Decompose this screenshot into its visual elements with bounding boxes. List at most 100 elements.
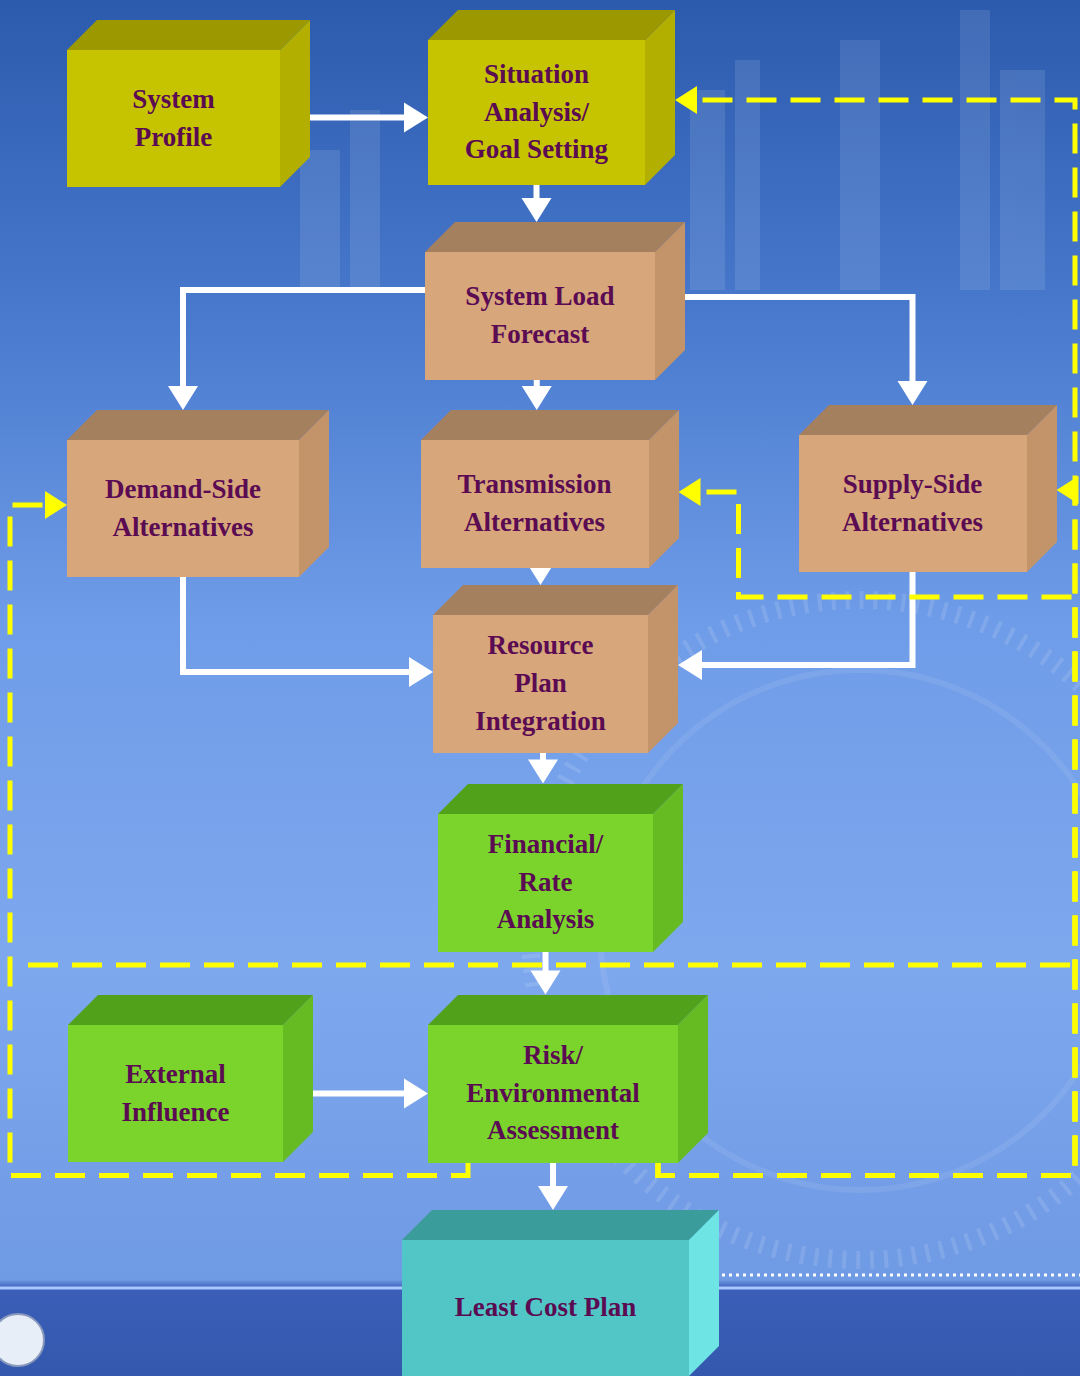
process-box: External Influence — [68, 1025, 283, 1162]
feedback-arrow — [658, 86, 1075, 1176]
process-box: Demand-Side Alternatives — [67, 440, 299, 577]
box-top-face — [428, 10, 675, 40]
arrow-head — [409, 657, 433, 687]
box-top-face — [799, 405, 1057, 435]
flow-arrow — [522, 380, 552, 410]
text-group: Transmission Alternatives — [435, 466, 635, 542]
box-side-face — [283, 995, 313, 1162]
arrow-head — [531, 971, 561, 995]
text-group: System Load Forecast — [440, 278, 640, 354]
flow-arrow — [313, 1079, 428, 1109]
box-side-face — [648, 585, 678, 753]
box-side-face — [649, 410, 679, 568]
connector-line — [658, 100, 1075, 1176]
process-box: Situation Analysis/ Goal Setting — [428, 40, 645, 185]
flow-arrow — [538, 1163, 568, 1211]
box-top-face — [402, 1210, 719, 1240]
flow-arrow — [310, 103, 428, 133]
process-box: Financial/ Rate Analysis — [438, 814, 653, 952]
box-top-face — [433, 585, 678, 615]
box-label: Situation Analysis/ Goal Setting — [457, 56, 617, 169]
process-box: System Load Forecast — [425, 252, 655, 380]
box-label: System Profile — [99, 81, 249, 157]
box-label: External Influence — [86, 1056, 266, 1132]
flow-arrow — [168, 290, 425, 410]
arrow-head — [675, 86, 697, 114]
connector-line — [10, 505, 468, 1176]
box-label: Transmission Alternatives — [435, 466, 635, 542]
feedback-arrow — [658, 476, 1079, 1176]
region-border — [28, 963, 1075, 968]
box-label: Supply-Side Alternatives — [813, 466, 1013, 542]
process-box: Resource Plan Integration — [433, 615, 648, 753]
box-label: Demand-Side Alternatives — [83, 471, 283, 547]
box-top-face — [67, 20, 310, 50]
arrow-head — [522, 198, 552, 222]
connector-line — [700, 572, 913, 665]
dotted-rule — [722, 1274, 1080, 1277]
box-label: Least Cost Plan — [455, 1289, 637, 1327]
box-side-face — [653, 784, 683, 952]
box-label: System Load Forecast — [440, 278, 640, 354]
arrow-head — [898, 381, 928, 405]
box-side-face — [280, 20, 310, 187]
process-box: Transmission Alternatives — [421, 440, 649, 568]
box-top-face — [421, 410, 679, 440]
box-side-face — [299, 410, 329, 577]
connector-line — [658, 492, 1075, 1176]
box-side-face — [678, 995, 708, 1163]
arrow-head — [168, 386, 198, 410]
flow-arrow — [522, 185, 552, 222]
text-group: Situation Analysis/ Goal Setting — [457, 56, 617, 169]
arrow-head — [678, 650, 702, 680]
flow-arrow — [528, 753, 558, 784]
text-group: System Profile — [99, 81, 249, 157]
arrow-head — [538, 1186, 568, 1210]
connector-line — [543, 952, 549, 973]
flow-arrow — [531, 952, 561, 995]
connector-line — [534, 185, 540, 200]
process-box: System Profile — [67, 50, 280, 187]
box-label: Resource Plan Integration — [471, 627, 611, 740]
box-top-face — [425, 222, 685, 252]
process-box: Least Cost Plan — [402, 1240, 689, 1376]
feedback-arrow — [658, 478, 1075, 1176]
text-group: Demand-Side Alternatives — [83, 471, 283, 547]
text-group: Risk/ Environmental Assessment — [458, 1037, 648, 1150]
text-group: Resource Plan Integration — [471, 627, 611, 740]
text-group: Supply-Side Alternatives — [813, 466, 1013, 542]
box-side-face — [655, 222, 685, 380]
connector-line — [183, 577, 411, 672]
arrow-head — [679, 478, 701, 506]
connector-line — [313, 1091, 406, 1097]
connector-line — [183, 290, 425, 388]
box-top-face — [68, 995, 313, 1025]
flow-arrow — [678, 572, 913, 680]
box-top-face — [67, 410, 329, 440]
flow-arrow — [183, 577, 433, 687]
arrow-head — [528, 760, 558, 784]
arrow-head — [45, 491, 67, 519]
seal-icon — [0, 1314, 44, 1366]
arrow-head — [522, 386, 552, 410]
feedback-arrow — [10, 491, 468, 1176]
process-box: Risk/ Environmental Assessment — [428, 1025, 678, 1163]
box-side-face — [689, 1210, 719, 1376]
connector-line — [310, 115, 406, 121]
flow-arrow — [685, 297, 928, 405]
box-top-face — [438, 784, 683, 814]
arrow-head — [404, 103, 428, 133]
process-box: Supply-Side Alternatives — [799, 435, 1027, 572]
box-side-face — [645, 10, 675, 185]
text-group: Least Cost Plan — [455, 1289, 637, 1327]
arrow-head — [1057, 476, 1079, 504]
connector-line — [550, 1163, 556, 1189]
text-group: Financial/ Rate Analysis — [481, 826, 611, 939]
connector-line — [658, 490, 1077, 1176]
box-side-face — [1027, 405, 1057, 572]
box-top-face — [428, 995, 708, 1025]
box-label: Financial/ Rate Analysis — [481, 826, 611, 939]
box-label: Risk/ Environmental Assessment — [458, 1037, 648, 1150]
